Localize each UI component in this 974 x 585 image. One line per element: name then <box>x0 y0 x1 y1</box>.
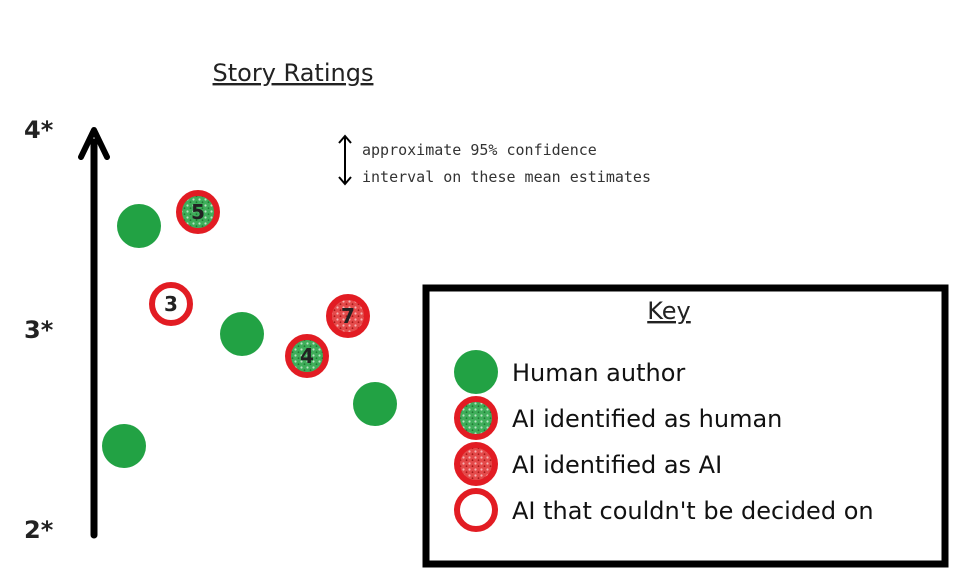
annotation-line-2: interval on these mean estimates <box>362 168 651 186</box>
legend-swatch-ai_human <box>454 396 498 440</box>
point-1-human <box>102 424 146 468</box>
point-7-ai_ai: 7 <box>326 294 370 338</box>
legend-entry-ai_undecided: AI that couldn't be decided on <box>454 488 874 532</box>
legend-swatch-ai_ai <box>454 442 498 486</box>
point-marker <box>285 334 329 378</box>
point-marker <box>176 190 220 234</box>
point-marker <box>220 312 264 356</box>
legend-swatch-human <box>454 350 498 394</box>
legend-swatch-ai_undecided <box>454 488 498 532</box>
point-4-ai_human: 5 <box>176 190 220 234</box>
legend-frame <box>422 284 949 568</box>
point-label: 3 <box>164 292 178 316</box>
chart-title: Story Ratings <box>213 59 374 87</box>
point-5-human <box>220 312 264 356</box>
point-label: 7 <box>341 304 355 328</box>
y-tick-label-3: 3* <box>24 316 54 344</box>
legend-title: Key <box>647 297 691 325</box>
legend-label: AI identified as human <box>512 405 782 433</box>
confidence-interval-bottom-arrow <box>338 176 352 186</box>
point-6-ai_human: 4 <box>285 334 329 378</box>
legend-label: AI identified as AI <box>512 451 722 479</box>
point-marker <box>117 204 161 248</box>
confidence-annotation: approximate 95% confidence interval on t… <box>338 134 651 186</box>
point-2-human <box>117 204 161 248</box>
legend-entry-ai_ai: AI identified as AI <box>454 442 722 486</box>
y-axis-arrowhead <box>78 127 110 160</box>
legend-label: Human author <box>512 359 685 387</box>
point-label: 4 <box>300 344 314 368</box>
legend-entries: Human author AI identified as human AI ide… <box>454 350 874 532</box>
confidence-interval-top-arrow <box>338 134 352 144</box>
y-tick-labels: 2* 3* 4* <box>24 116 54 544</box>
point-label: 5 <box>191 200 205 224</box>
point-marker <box>326 294 370 338</box>
annotation-line-1: approximate 95% confidence <box>362 141 597 159</box>
point-marker <box>353 382 397 426</box>
y-tick-label-4: 4* <box>24 116 54 144</box>
legend-entry-ai_human: AI identified as human <box>454 396 782 440</box>
legend-entry-human: Human author <box>454 350 685 394</box>
point-8-human <box>353 382 397 426</box>
legend-box: Key Human author AI identified as humanAI… <box>422 284 949 568</box>
y-tick-label-2: 2* <box>24 516 54 544</box>
point-3-ai_undecided: 3 <box>149 282 193 326</box>
legend-label: AI that couldn't be decided on <box>512 497 874 525</box>
point-marker <box>149 282 193 326</box>
data-points: 3 5 4 7 <box>102 190 397 468</box>
point-marker <box>102 424 146 468</box>
